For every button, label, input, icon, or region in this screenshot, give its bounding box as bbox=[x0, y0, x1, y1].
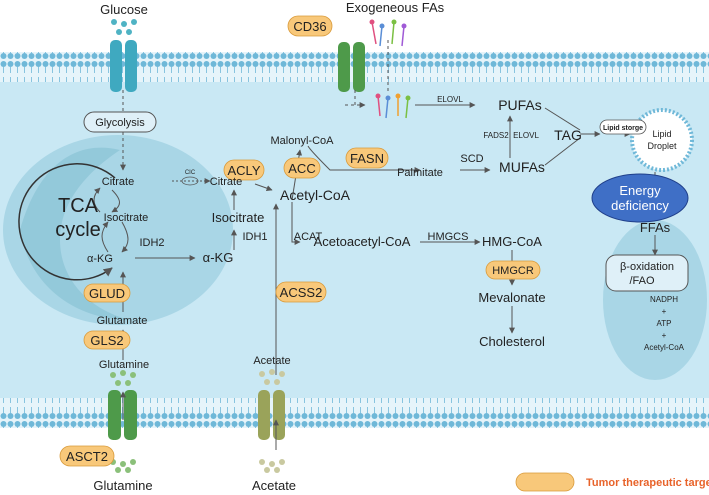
idh1-label: IDH1 bbox=[242, 231, 267, 243]
isocitrate-mito-label: Isocitrate bbox=[104, 212, 149, 224]
elovl-top-label: ELOVL bbox=[437, 95, 463, 104]
cic-label: CIC bbox=[185, 170, 196, 176]
hmgcr-label: HMGCR bbox=[492, 265, 534, 277]
droplet-label: Droplet bbox=[647, 141, 677, 151]
cd36-transporter bbox=[338, 42, 365, 92]
glutamine-in-label: Glutamine bbox=[99, 359, 149, 371]
malonyl-coa-label: Malonyl-CoA bbox=[271, 135, 335, 147]
citrate-mito-label: Citrate bbox=[102, 176, 134, 188]
acly-label: ACLY bbox=[228, 163, 261, 178]
glutamine-dots bbox=[110, 370, 136, 473]
glutamine-bottom-label: Glutamine bbox=[93, 478, 152, 493]
legend-swatch bbox=[515, 472, 575, 492]
lipid-storge-box bbox=[599, 119, 647, 135]
acetate-in-label: Acetate bbox=[253, 355, 290, 367]
hmg-coa-label: HMG-CoA bbox=[482, 234, 542, 249]
nadph-label: NADPH bbox=[650, 295, 678, 304]
fasn-chip bbox=[345, 147, 389, 169]
mevalonate-label: Mevalonate bbox=[478, 290, 545, 305]
mufas-label: MUFAs bbox=[499, 159, 545, 175]
ffas-label: FFAs bbox=[640, 220, 671, 235]
asct2-transporter bbox=[108, 390, 137, 440]
tca-label: TCA bbox=[58, 195, 99, 217]
cd36-chip bbox=[287, 15, 333, 37]
tca-cycle-ring bbox=[18, 163, 116, 281]
hmgcr-chip bbox=[485, 260, 541, 280]
plus-2-label: + bbox=[662, 331, 667, 340]
legend-label: Tumor therapeutic targets bbox=[586, 477, 709, 489]
idh2-label: IDH2 bbox=[139, 237, 164, 249]
deficiency-label: deficiency bbox=[611, 198, 669, 213]
glucose-transporter bbox=[110, 40, 137, 92]
energy-deficiency-badge bbox=[591, 173, 689, 223]
acetyl-coa-label: Acetyl-CoA bbox=[280, 187, 351, 203]
akg-cyto-label: α-KG bbox=[203, 250, 234, 265]
acetate-dots bbox=[259, 369, 285, 473]
cholesterol-label: Cholesterol bbox=[479, 334, 545, 349]
acss2-chip bbox=[275, 281, 327, 303]
cic-icon bbox=[181, 176, 199, 186]
asct2-label: ASCT2 bbox=[66, 449, 108, 464]
pufas-label: PUFAs bbox=[498, 97, 542, 113]
exogenous-fa-icons bbox=[369, 19, 411, 119]
acetyl-coa-small-label: Acetyl-CoA bbox=[644, 343, 685, 352]
atp-label: ATP bbox=[657, 319, 672, 328]
lipid-storge-label: Lipid storge bbox=[603, 125, 643, 132]
beta-oxidation-box bbox=[605, 254, 689, 292]
isocitrate-cyto-label: Isocitrate bbox=[212, 210, 265, 225]
hmgcs-label: HMGCS bbox=[428, 231, 469, 243]
acetoacetyl-coa-label: Acetoacetyl-CoA bbox=[314, 234, 411, 249]
asct2-chip bbox=[59, 445, 115, 467]
lipid-droplet bbox=[630, 108, 694, 172]
palmitate-label: Palmitate bbox=[397, 167, 443, 179]
gls2-label: GLS2 bbox=[90, 333, 123, 348]
bottom-membrane bbox=[0, 398, 709, 428]
fads2-label: FADS2 bbox=[483, 131, 509, 140]
glycolysis-box bbox=[83, 111, 157, 133]
acly-chip bbox=[223, 159, 265, 181]
acetate-bottom-label: Acetate bbox=[252, 478, 296, 493]
acat-label: ACAT bbox=[294, 231, 323, 243]
glucose-dots bbox=[111, 19, 137, 35]
citrate-cyto-label: Citrate bbox=[210, 176, 242, 188]
acc-chip bbox=[283, 157, 321, 179]
plus-1-label: + bbox=[662, 307, 667, 316]
akg-mito-label: α-KG bbox=[87, 253, 113, 265]
acc-label: ACC bbox=[288, 161, 315, 176]
tag-label: TAG bbox=[554, 127, 582, 143]
elovl-mid-label: ELOVL bbox=[513, 131, 539, 140]
lipid-label: Lipid bbox=[652, 129, 671, 139]
fao-label: /FAO bbox=[629, 275, 655, 287]
glycolysis-label: Glycolysis bbox=[95, 117, 145, 129]
fasn-label: FASN bbox=[350, 151, 384, 166]
gls2-chip bbox=[83, 330, 131, 350]
glutamate-label: Glutamate bbox=[97, 315, 148, 327]
glud-label: GLUD bbox=[89, 286, 125, 301]
acss2-label: ACSS2 bbox=[280, 285, 323, 300]
cd36-label: CD36 bbox=[293, 19, 326, 34]
exogenous-fa-label: Exogeneous FAs bbox=[346, 0, 445, 15]
glucose-label: Glucose bbox=[100, 2, 148, 17]
cycle-label: cycle bbox=[55, 219, 101, 241]
beta-oxidation-label: β-oxidation bbox=[620, 261, 674, 273]
scd-label: SCD bbox=[460, 153, 483, 165]
glud-chip bbox=[83, 283, 131, 303]
energy-label: Energy bbox=[619, 183, 661, 198]
